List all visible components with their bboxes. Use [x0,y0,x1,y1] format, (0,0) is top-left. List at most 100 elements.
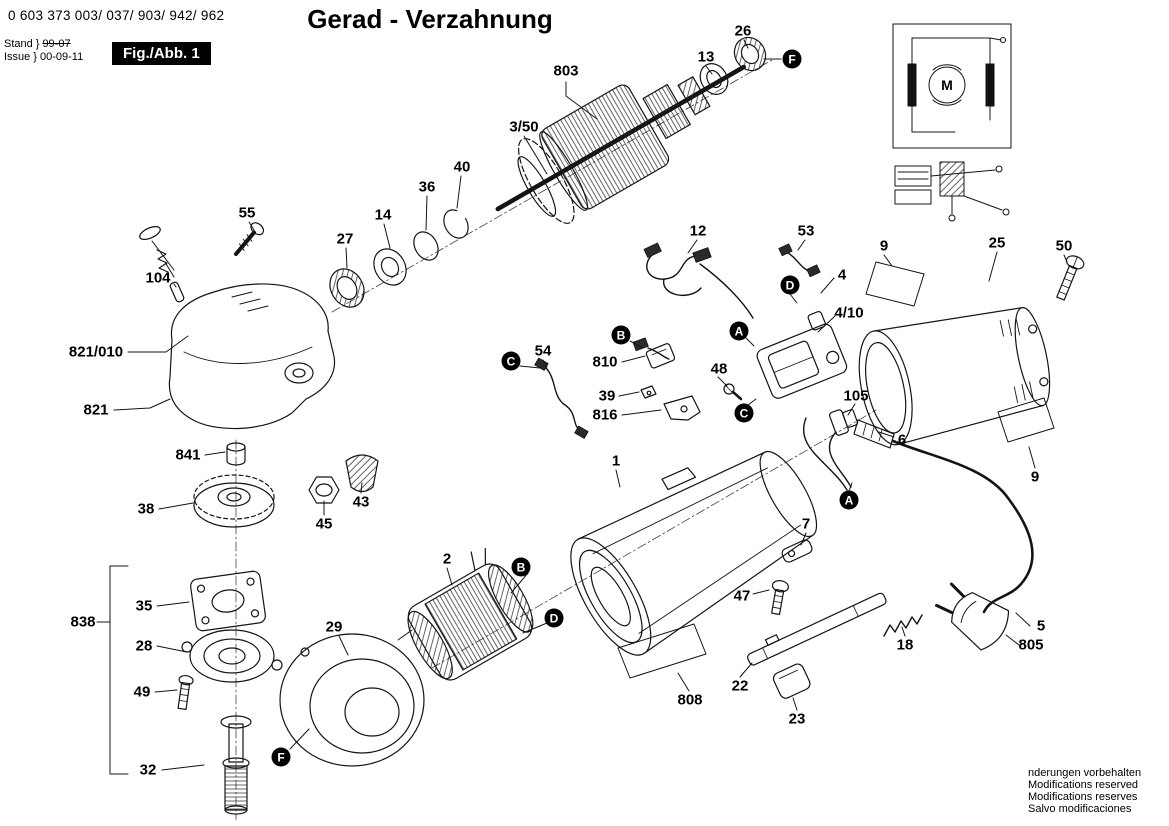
part-callout-4: 4 [837,266,847,284]
part-callout-35: 35 [135,597,153,615]
part-callout-805: 805 [1018,636,1044,654]
part-callout-26: 26 [734,22,752,40]
brush-holder-810 [645,343,676,369]
label-sticker-808 [617,623,707,679]
label-sticker-9a [865,261,925,307]
footer-notes: nderungen vorbehalten Modifications rese… [1028,767,1141,815]
power-cord [803,409,1034,651]
part-callout-22: 22 [731,677,749,695]
part-callout-43: 43 [352,493,370,511]
type-numbers: 0 603 373 003/ 037/ 903/ 942/ 962 [8,8,225,23]
part-callout-53: 53 [797,222,815,240]
connector-marker-F: F [782,49,802,69]
connector-marker-C: C [734,403,754,423]
part-callout-54: 54 [534,342,552,360]
snap-ring-40 [443,209,469,239]
connector-marker-D: D [544,608,564,628]
switch-linkage [747,539,923,699]
figure-badge: Fig./Abb. 1 [112,42,211,65]
connector-marker-A: A [839,490,859,510]
part-callout-9: 9 [879,237,889,255]
part-callout-29: 29 [325,618,343,636]
footer-line: Modifications reserved [1028,779,1139,791]
footer-line: nderungen vorbehalten [1028,767,1142,779]
part-callout-821-010: 821/010 [68,343,124,361]
part-callout-7: 7 [801,515,811,533]
label-sticker-9b [997,397,1055,443]
part-callout-49: 49 [133,683,151,701]
connector-marker-A: A [729,321,749,341]
ring-26 [733,36,767,72]
armature-assembly [495,64,747,224]
gear-housing [139,222,336,430]
part-callout-9: 9 [1030,468,1040,486]
revision-block: Stand } 99-07 Issue } 00-09-11 [4,38,83,64]
screw-55 [233,222,265,256]
brace-glyph: } [33,51,37,63]
wire-connectors [534,242,821,439]
part-callout-3-50: 3/50 [509,118,539,136]
issue-label: Issue [4,51,31,63]
part-callout-803: 803 [553,62,579,80]
part-callout-40: 40 [453,158,471,176]
part-callout-50: 50 [1055,237,1073,255]
part-39 [640,385,657,399]
gear-set [193,442,379,528]
part-callout-13: 13 [697,48,715,66]
connector-marker-F: F [271,747,291,767]
part-callout-6: 6 [897,431,907,449]
brace-glyph: } [35,38,40,50]
part-callout-104: 104 [145,269,171,287]
connector-marker-B: B [611,325,631,345]
footer-line: Salvo modificaciones [1028,803,1132,815]
part-816 [663,395,701,421]
part-callout-808: 808 [677,691,703,709]
ring-27 [329,268,365,308]
part-callout-816: 816 [592,406,618,424]
part-callout-32: 32 [139,761,157,779]
part-callout-5: 5 [1036,617,1046,635]
footer-line: Modifications reserves [1028,791,1138,803]
connector-marker-D: D [780,275,800,295]
stand-label: Stand [4,38,33,50]
part-callout-838: 838 [70,613,96,631]
ring-36 [413,231,439,261]
part-callout-12: 12 [689,222,707,240]
bell-flange-29 [279,629,425,767]
part-callout-18: 18 [896,636,914,654]
part-callout-4-10: 4/10 [834,304,864,322]
part-callout-14: 14 [374,206,392,224]
switch-4 [756,310,848,399]
part-callout-2: 2 [442,550,452,568]
part-callout-47: 47 [733,587,751,605]
part-callout-38: 38 [137,500,155,518]
part-callout-1: 1 [611,452,621,470]
motor-symbol-label: M [941,77,953,93]
connector-marker-C: C [501,351,521,371]
bearing-14 [373,248,407,286]
part-callout-821: 821 [83,401,109,419]
rear-housing [858,307,1051,446]
leader-lines [96,39,1068,775]
stand-value: 99-07 [42,38,71,50]
part-callout-841: 841 [175,446,201,464]
part-callout-105: 105 [843,387,869,405]
part-callout-27: 27 [336,230,354,248]
part-callout-36: 36 [418,178,436,196]
part-callout-28: 28 [135,637,153,655]
part-callout-39: 39 [598,387,616,405]
diagram-title: Gerad - Verzahnung [307,4,553,34]
part-callout-48: 48 [710,360,728,378]
part-callout-23: 23 [788,710,806,728]
part-callout-810: 810 [592,353,618,371]
stator [407,547,534,681]
part-callout-45: 45 [315,515,333,533]
motor-housing [570,450,818,656]
issue-value: 00-09-11 [39,51,84,63]
mains-plug [935,582,1010,651]
screw-50 [1056,255,1085,301]
part-callout-55: 55 [238,204,256,222]
